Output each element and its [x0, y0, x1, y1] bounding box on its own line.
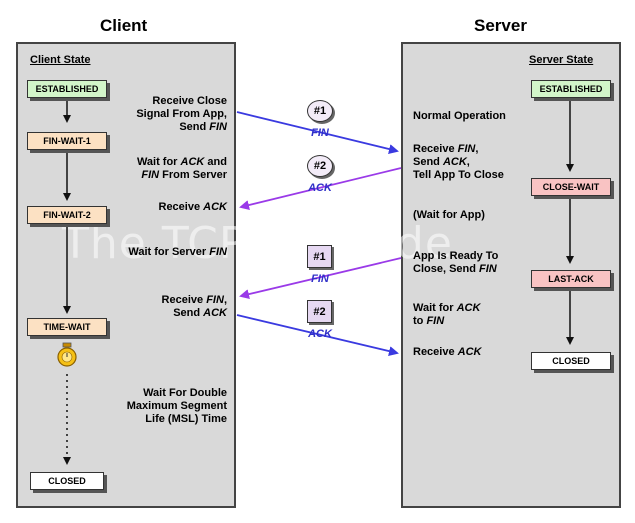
msg-badge-4: #2	[307, 300, 332, 323]
desc-line: Send FIN	[179, 121, 227, 133]
desc-line: FIN From Server	[141, 169, 227, 181]
client-state-established: ESTABLISHED	[27, 80, 107, 98]
client-state-title: Client State	[30, 54, 91, 66]
client-desc-4: Wait for Server FIN	[128, 246, 227, 259]
msg-arrow-fin-1	[236, 111, 399, 154]
msg-badge-1: #1	[307, 100, 333, 122]
client-state-time-wait: TIME-WAIT	[27, 318, 107, 336]
msg-label-1: FIN	[311, 127, 329, 139]
desc-line: Normal Operation	[413, 110, 506, 122]
client-desc-5: Receive FIN,Send ACK	[162, 294, 227, 320]
desc-line: Receive ACK	[158, 201, 228, 213]
server-desc-6: Receive ACK	[413, 346, 482, 359]
desc-line: Wait For Double	[143, 387, 227, 399]
server-desc-1: Normal Operation	[413, 110, 506, 123]
desc-line: Send ACK	[173, 307, 227, 319]
client-state-fin-wait-2: FIN-WAIT-2	[27, 206, 107, 224]
client-panel	[16, 42, 236, 508]
msg-label-3: FIN	[311, 273, 329, 285]
desc-line: Receive Close	[152, 95, 227, 107]
desc-line: App Is Ready To	[413, 250, 499, 262]
msg-badge-3: #1	[307, 245, 332, 268]
desc-line: Wait for ACK and	[136, 156, 227, 168]
desc-line: (Wait for App)	[413, 209, 485, 221]
server-heading: Server	[474, 16, 527, 35]
msg-arrow-ack-1	[239, 167, 402, 210]
desc-line: Receive FIN,	[413, 143, 479, 155]
desc-line: Wait for ACK	[413, 302, 481, 314]
desc-line: Close, Send FIN	[413, 263, 497, 275]
desc-line: Receive ACK	[413, 346, 482, 358]
server-state-title: Server State	[529, 54, 594, 66]
desc-line: Receive FIN,	[161, 294, 227, 306]
server-state-closed: CLOSED	[531, 352, 611, 370]
msg-label-4: ACK	[308, 328, 332, 340]
msg-arrow-fin-2	[239, 257, 402, 300]
desc-line: Wait for Server FIN	[128, 246, 227, 258]
timer-icon	[57, 342, 77, 367]
server-desc-2: Receive FIN,Send ACK,Tell App To Close	[413, 143, 504, 182]
client-state-closed: CLOSED	[30, 472, 104, 490]
client-desc-3: Receive ACK	[159, 201, 228, 214]
server-state-last-ack: LAST-ACK	[531, 270, 611, 288]
msg-badge-2: #2	[307, 155, 333, 177]
server-desc-3: (Wait for App)	[413, 209, 485, 222]
desc-line: Signal From App,	[136, 108, 227, 120]
server-state-close-wait: CLOSE-WAIT	[531, 178, 611, 196]
desc-line: Life (MSL) Time	[145, 413, 227, 425]
msg-arrow-ack-2	[236, 314, 399, 357]
desc-line: Tell App To Close	[413, 169, 504, 181]
desc-line: Maximum Segment	[126, 400, 227, 412]
desc-line: to FIN	[413, 315, 445, 327]
desc-line: Send ACK,	[413, 156, 470, 168]
client-state-fin-wait-1: FIN-WAIT-1	[27, 132, 107, 150]
client-heading: Client	[100, 16, 148, 35]
msg-label-2: ACK	[308, 182, 332, 194]
server-state-established: ESTABLISHED	[531, 80, 611, 98]
